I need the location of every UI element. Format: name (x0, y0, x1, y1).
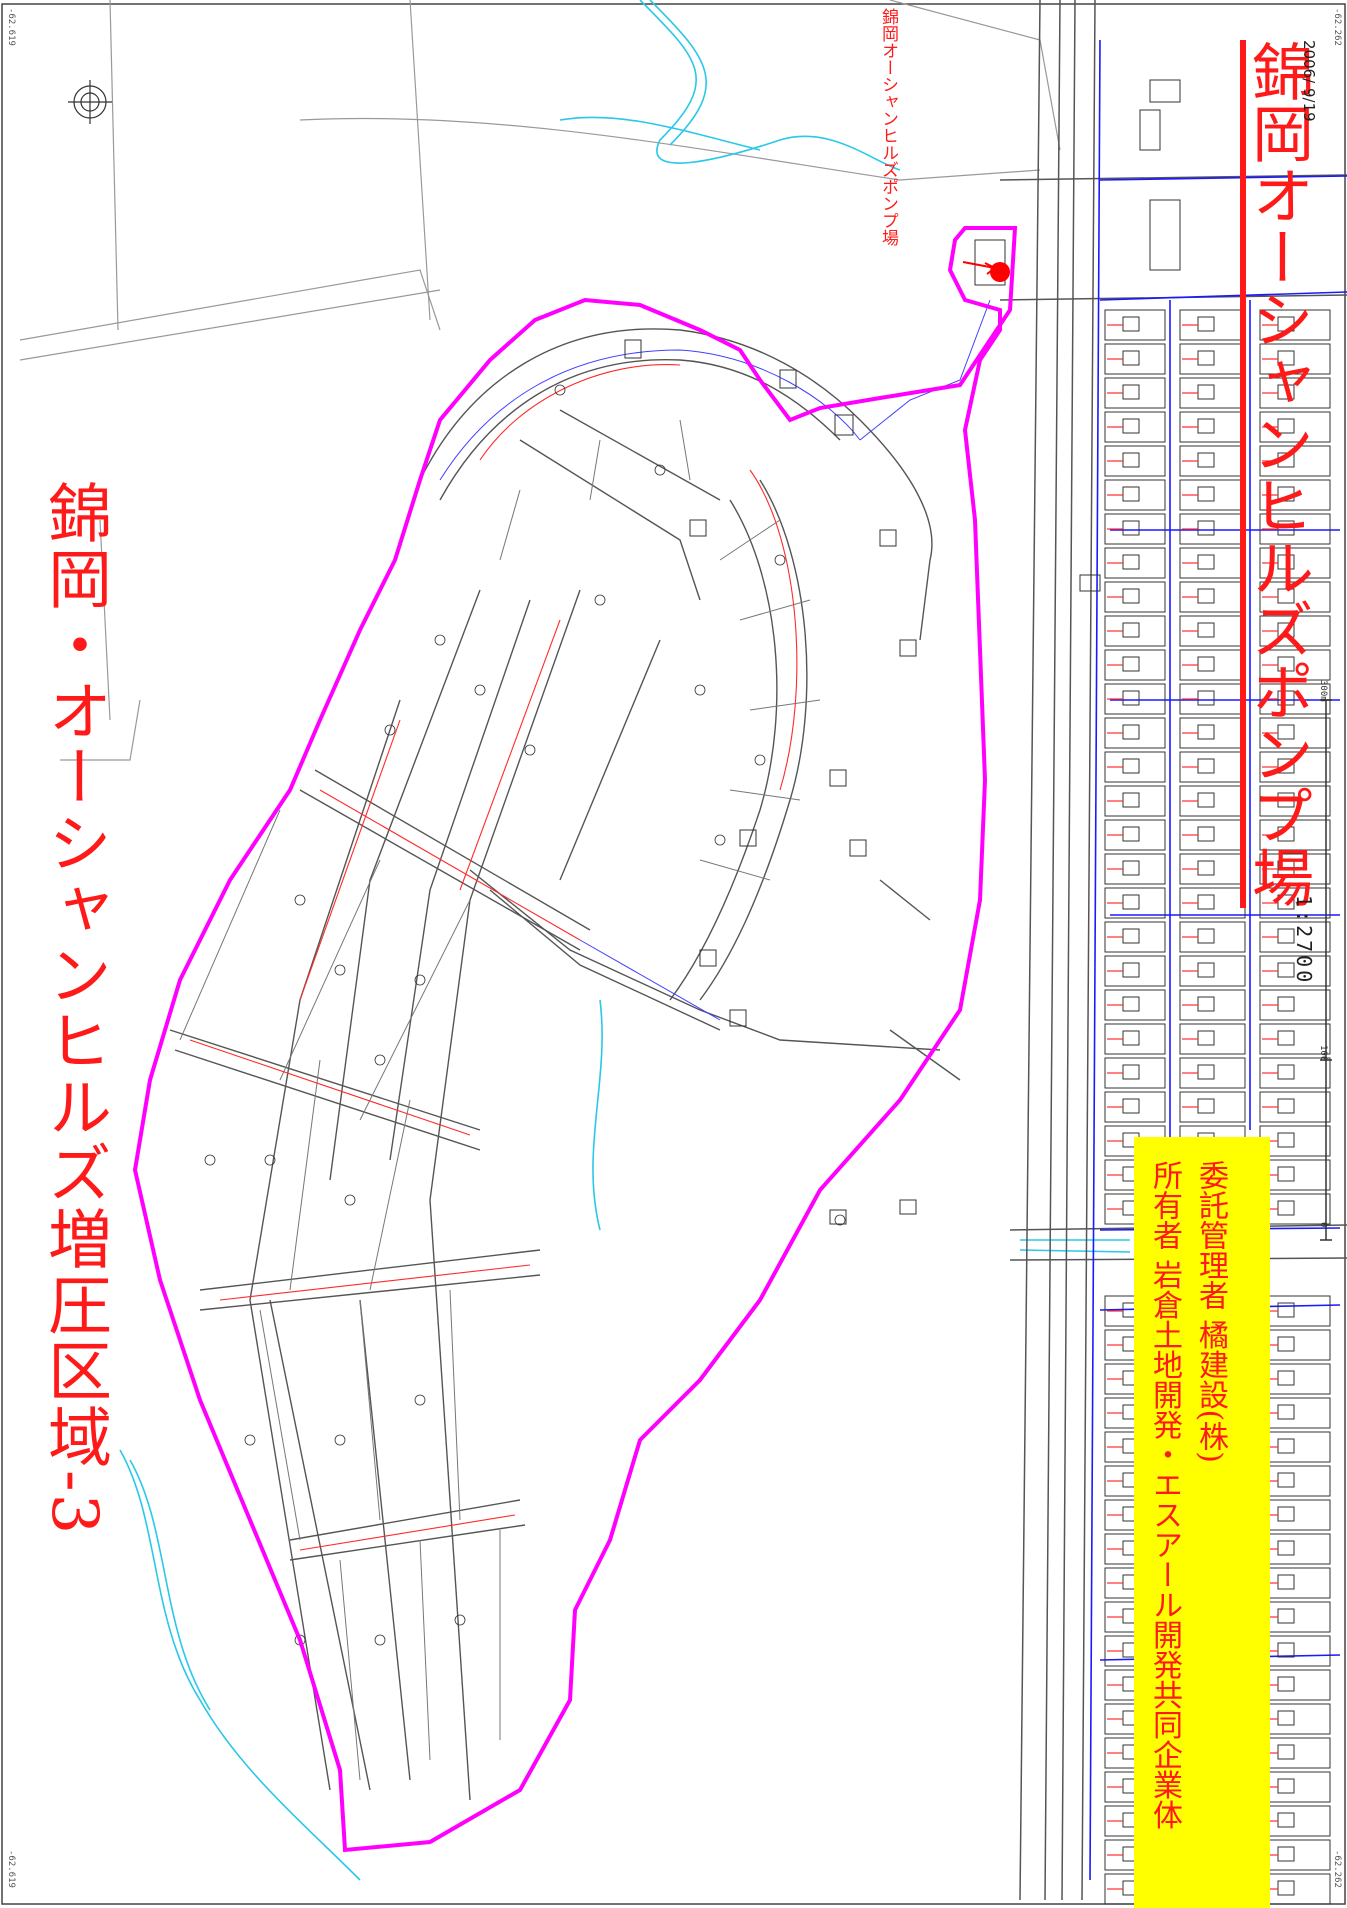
survey-marker-icon (68, 80, 112, 124)
district-boundary (132, 226, 1018, 1853)
map-scale: 1:2700 (1292, 895, 1316, 986)
lot-markers (204, 384, 846, 1646)
map-date: 2006/ 9/19 (1300, 40, 1318, 122)
pump-station[interactable] (962, 239, 1010, 286)
map-title: 錦岡・オーシャンヒルズ増圧区域-3 (37, 480, 111, 1537)
terrain-lines (19, 0, 1061, 761)
pump-marker-icon (990, 262, 1010, 282)
scale-tick-100: 100 (1318, 1045, 1328, 1062)
scale-tick-300: 300m (1318, 680, 1328, 702)
development-roads (169, 328, 961, 1801)
owner-line: 所有者 岩倉土地開発・エスアール開発共同企業体 (1147, 1160, 1182, 1830)
scale-tick-0: 0 (1318, 1222, 1328, 1228)
corner-label-top-right: -62.262 (1332, 8, 1342, 46)
corner-label-top-left: -62.619 (6, 8, 16, 46)
corner-label-bottom-right: -62.262 (1332, 1850, 1342, 1888)
houses (624, 79, 1181, 1225)
development-lot-lines (179, 419, 821, 1781)
scale-bar (1320, 699, 1332, 1241)
corner-label-bottom-left: -62.619 (6, 1850, 16, 1888)
owner-info-box (1134, 1137, 1270, 1908)
pump-station-title: 錦岡オーシャンヒルズポンプ場 (1241, 40, 1314, 908)
map-frame (1, 3, 1346, 1905)
pump-station-label: 錦岡オーシャンヒルズポンプ場 (878, 8, 898, 246)
east-service-lines (1107, 324, 1278, 1890)
streams (119, 0, 1131, 1881)
manager-line: 委託管理者 橘建設(株) (1193, 1160, 1228, 1463)
